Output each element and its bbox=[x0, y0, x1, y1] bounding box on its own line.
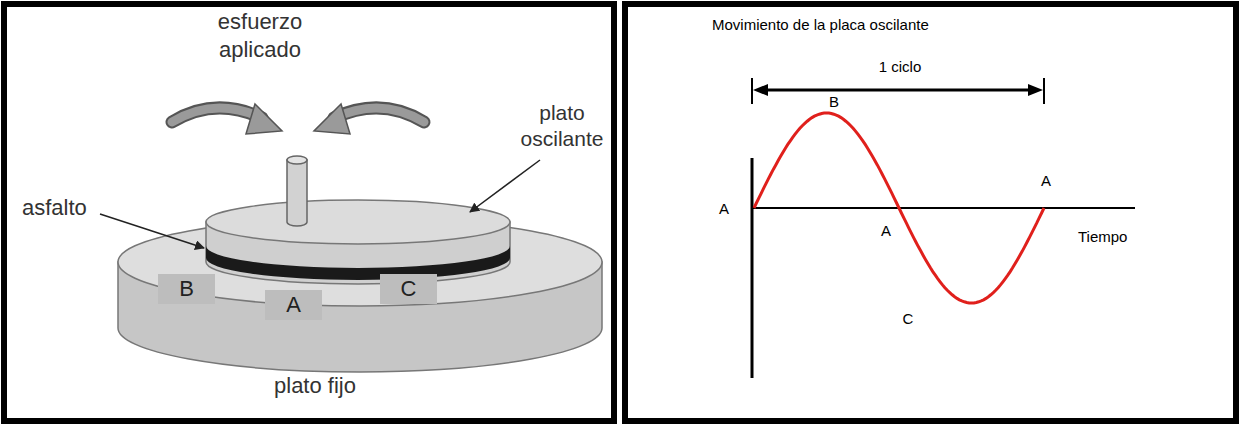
cycle-bracket bbox=[752, 78, 1044, 104]
part-label: plato fijo bbox=[240, 372, 390, 400]
panel-frame bbox=[625, 4, 1236, 421]
sine-wave bbox=[754, 113, 1044, 303]
point-letter: A bbox=[286, 292, 301, 318]
point-label: A bbox=[876, 222, 896, 241]
point-letter: B bbox=[179, 276, 194, 302]
part-label: asfalto bbox=[22, 194, 112, 222]
shaft bbox=[287, 156, 307, 226]
axis-label: Tiempo bbox=[1078, 228, 1158, 247]
point-label: C bbox=[898, 310, 918, 329]
panel-frame bbox=[4, 4, 614, 421]
axis-caption: esfuerzo aplicado bbox=[190, 8, 330, 63]
chart-title: Movimiento de la placa oscilante bbox=[712, 16, 1032, 35]
point-label: B bbox=[824, 93, 844, 112]
torque-arrow bbox=[172, 104, 424, 134]
point-label: A bbox=[714, 200, 734, 219]
point-box: C bbox=[380, 274, 437, 304]
leader-line bbox=[470, 160, 540, 212]
asphalt-layer bbox=[206, 246, 510, 280]
point-box: B bbox=[158, 274, 215, 304]
point-label: A bbox=[1036, 172, 1056, 191]
oscillating-plate bbox=[206, 200, 510, 284]
point-letter: C bbox=[401, 276, 417, 302]
time-axis bbox=[752, 207, 1135, 209]
leader-line bbox=[100, 214, 204, 248]
point-box: A bbox=[265, 290, 322, 320]
y-axis bbox=[751, 158, 754, 378]
cycle-label: 1 ciclo bbox=[860, 58, 940, 77]
part-label: plato oscilante bbox=[514, 100, 610, 153]
